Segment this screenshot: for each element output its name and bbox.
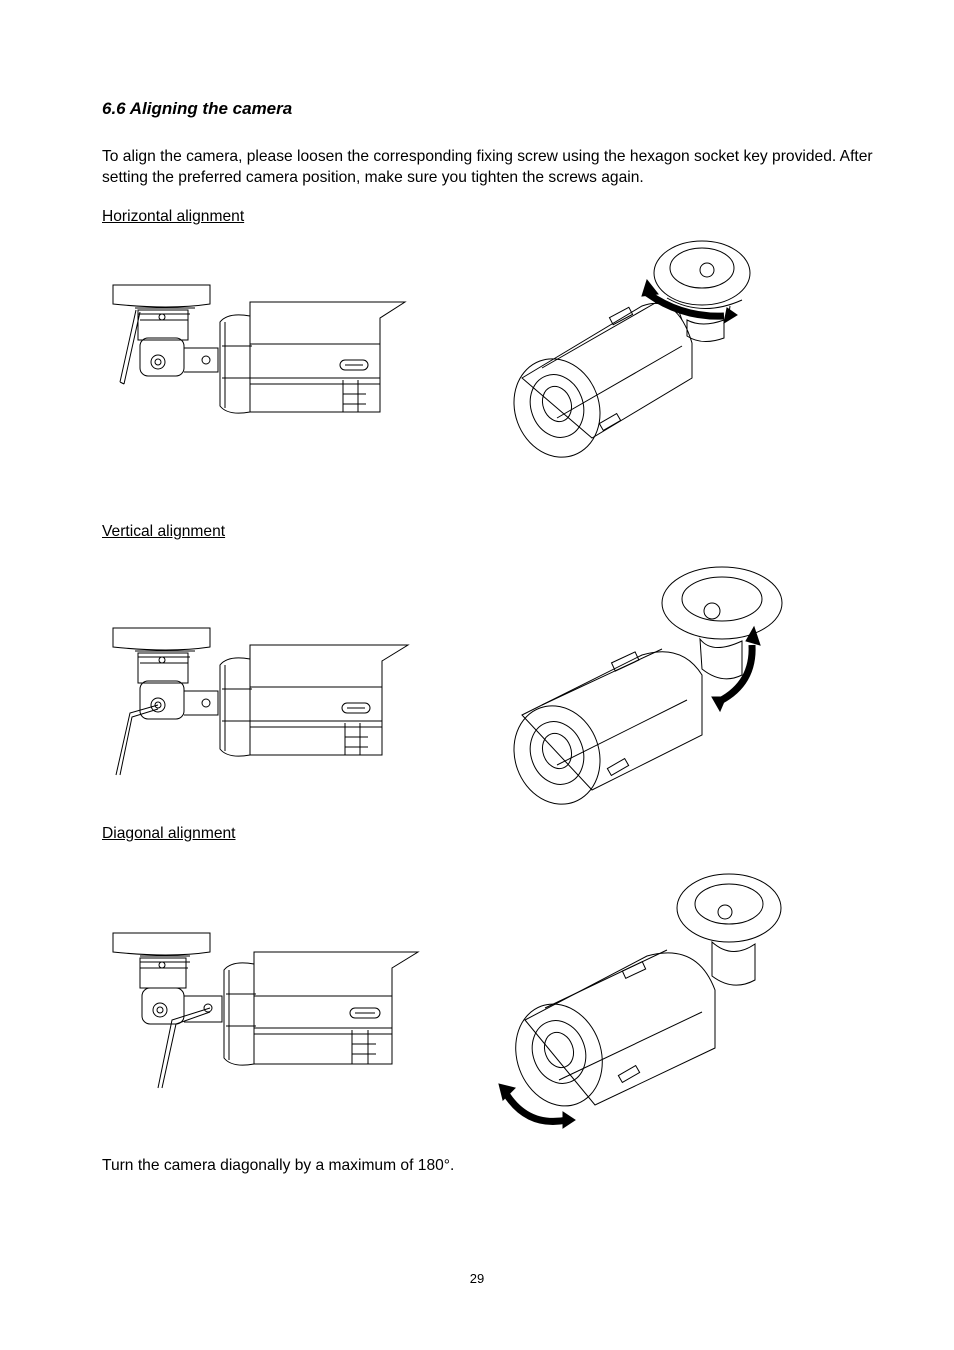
closing-note: Turn the camera diagonally by a maximum … <box>102 1157 455 1174</box>
camera-side-view-hex-key <box>113 628 408 775</box>
vertical-side-view-illustration <box>110 625 420 775</box>
camera-perspective-vertical-arrow <box>500 567 782 816</box>
camera-perspective-horizontal-arrow <box>500 241 750 469</box>
horizontal-side-view-illustration <box>110 282 420 422</box>
section-heading: 6.6 Aligning the camera <box>102 99 293 118</box>
horizontal-alignment-title: Horizontal alignment <box>102 208 245 225</box>
diagonal-perspective-illustration <box>497 870 797 1140</box>
diagonal-side-view-illustration <box>110 930 430 1090</box>
diagonal-alignment-title: Diagonal alignment <box>102 825 236 842</box>
horizontal-perspective-illustration <box>502 228 762 458</box>
intro-paragraph: To align the camera, please loosen the c… <box>102 148 873 186</box>
vertical-alignment-title: Vertical alignment <box>102 523 226 540</box>
page-number: 29 <box>469 1271 485 1286</box>
camera-side-view-hex-key <box>113 285 405 413</box>
camera-perspective-diagonal-arrow <box>499 874 781 1128</box>
camera-side-view-hex-key <box>113 933 418 1088</box>
vertical-perspective-illustration <box>502 565 792 805</box>
